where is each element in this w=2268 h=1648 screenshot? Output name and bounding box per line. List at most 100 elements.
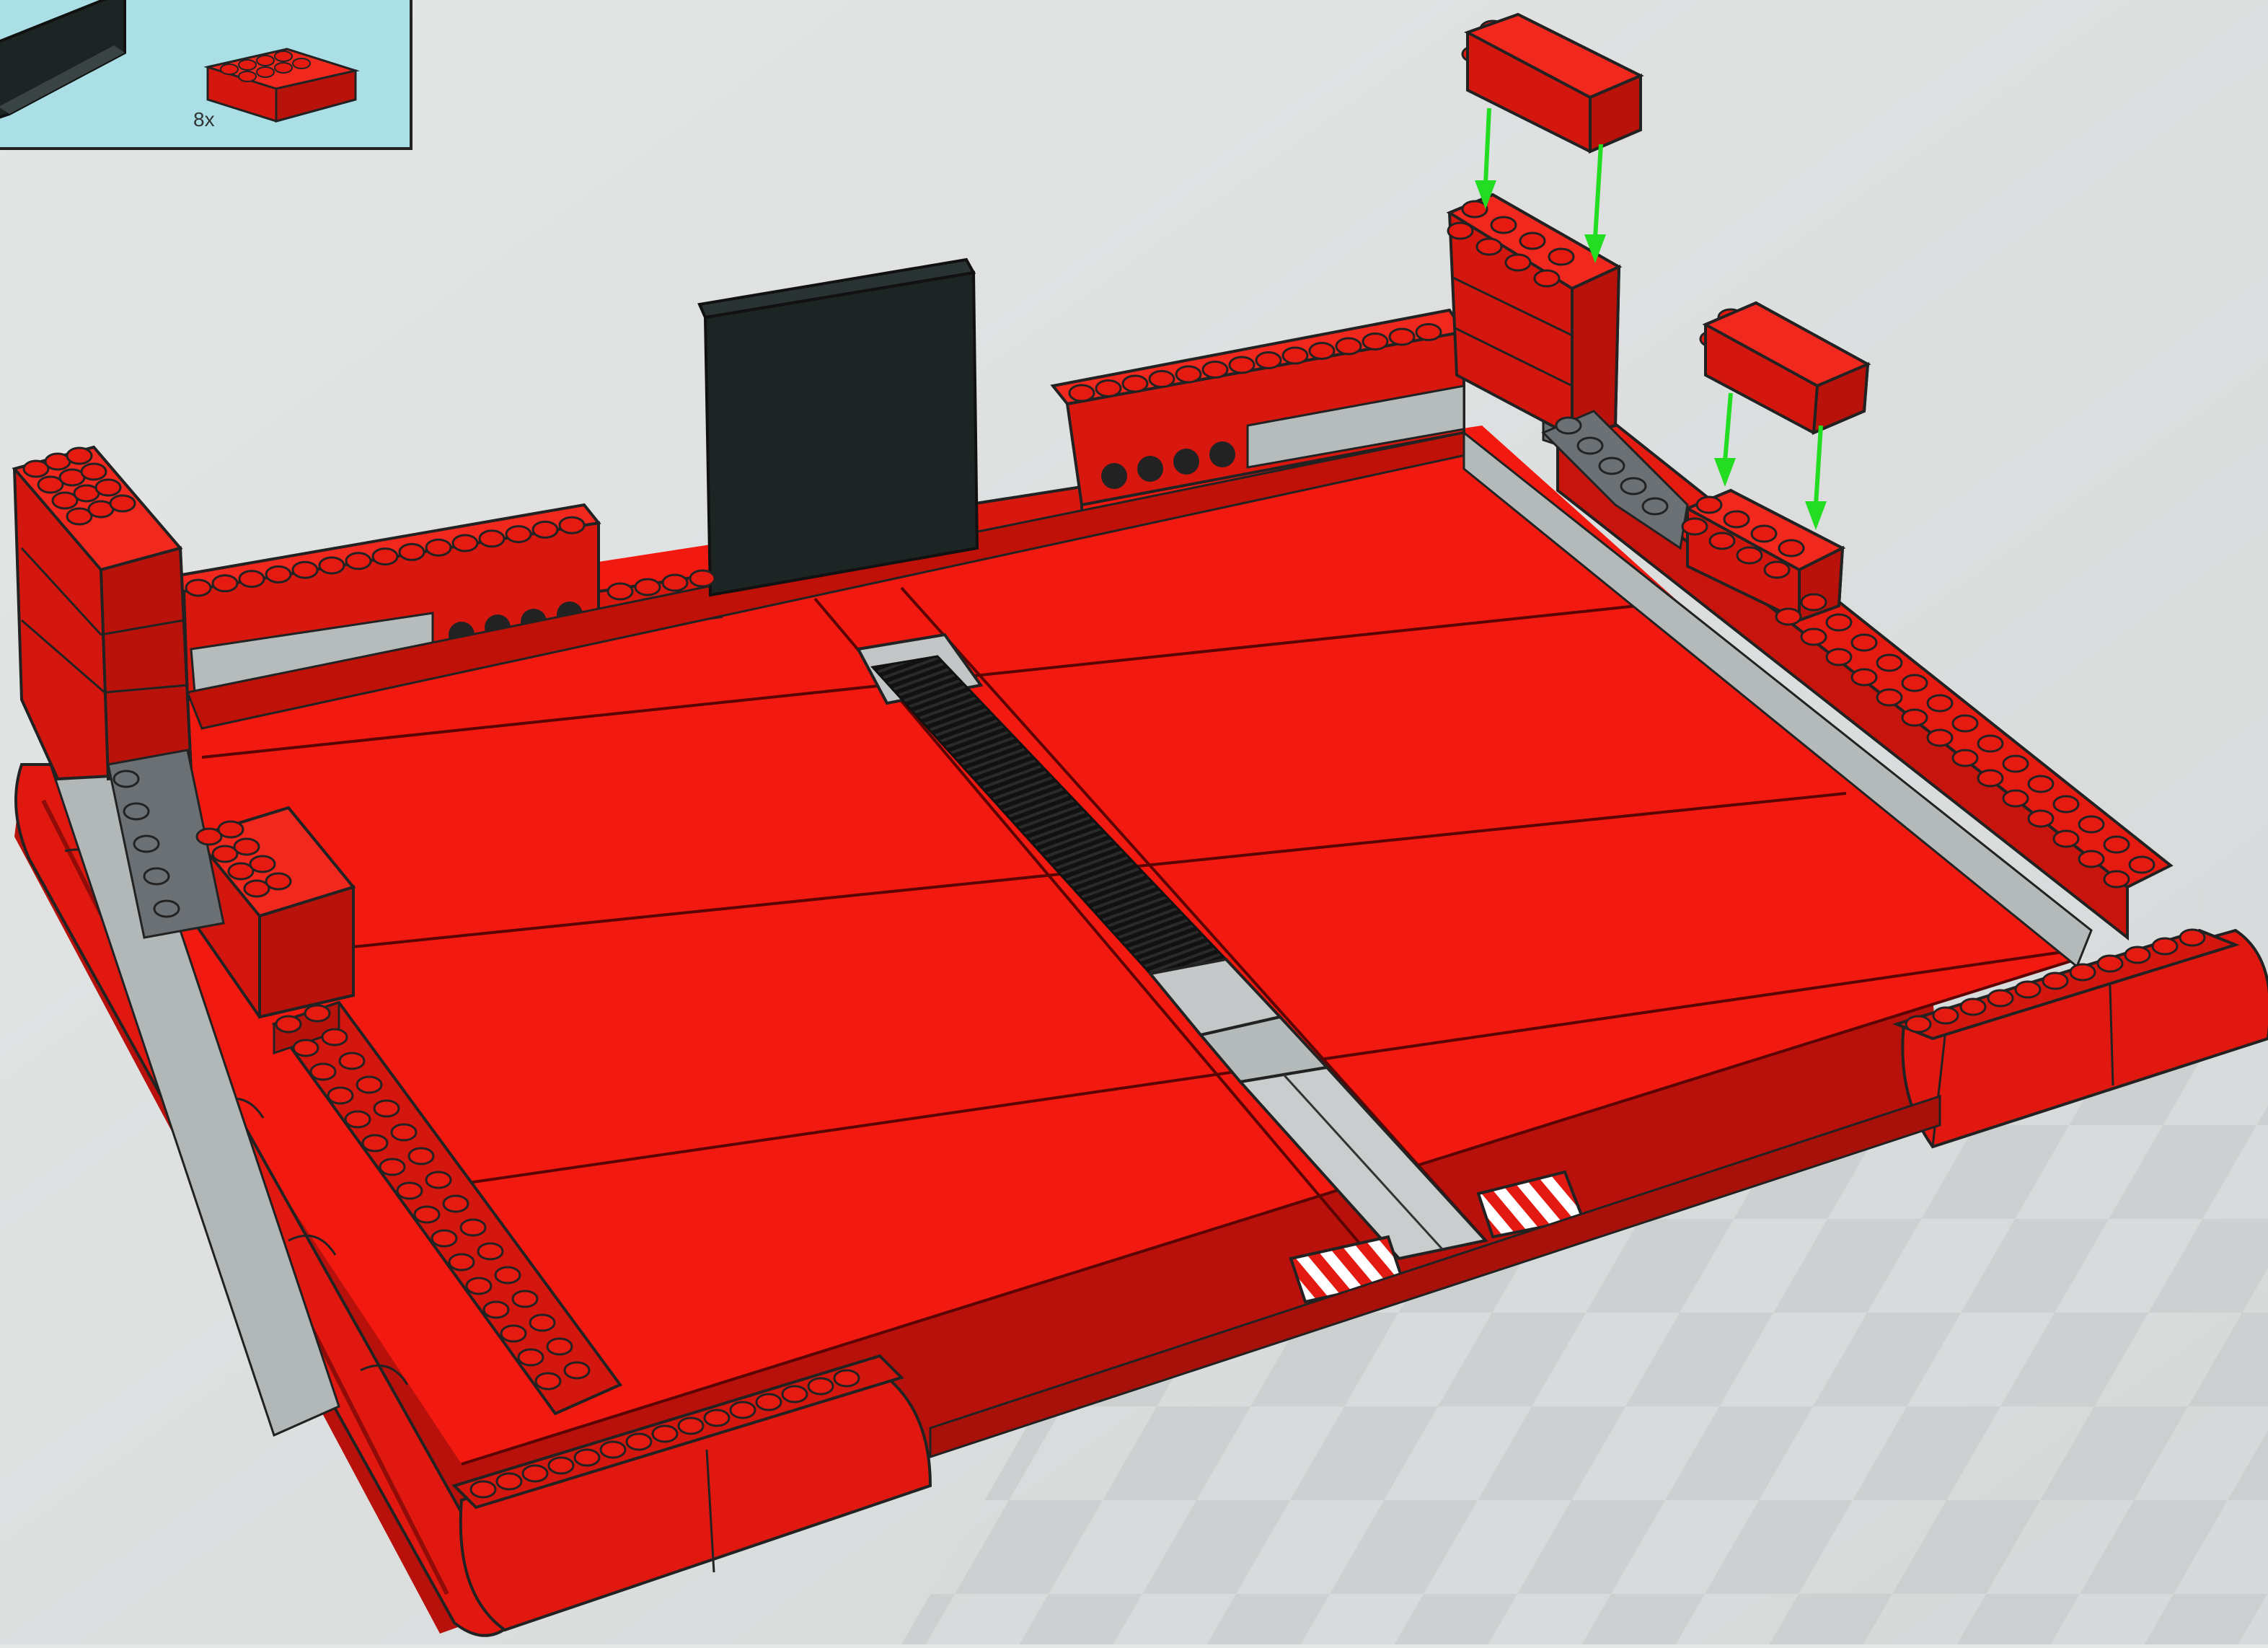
- stud: [1556, 418, 1581, 433]
- parts-callout: 8x: [0, 0, 412, 150]
- stud: [2029, 776, 2053, 792]
- dark-panel: [700, 260, 977, 595]
- stud: [549, 1458, 573, 1473]
- stud: [1737, 547, 1762, 563]
- stud: [1203, 362, 1227, 378]
- stud: [340, 1053, 364, 1069]
- stud: [782, 1386, 807, 1402]
- stud: [2043, 973, 2068, 989]
- dark-panel-icon: [0, 0, 125, 118]
- stud: [663, 575, 687, 591]
- stud: [2054, 796, 2078, 812]
- stud: [731, 1402, 755, 1418]
- stud: [328, 1088, 353, 1103]
- stud: [461, 1220, 485, 1235]
- stud: [808, 1378, 833, 1394]
- stud: [453, 535, 477, 551]
- stud: [2125, 947, 2150, 963]
- stud: [397, 1183, 422, 1199]
- stud: [601, 1442, 625, 1458]
- stud: [1096, 381, 1121, 397]
- stud: [513, 1291, 537, 1307]
- stud: [679, 1418, 703, 1434]
- stud: [2153, 938, 2177, 954]
- stud: [305, 1005, 330, 1021]
- stud: [1599, 458, 1624, 474]
- stud: [1520, 233, 1545, 249]
- stud: [471, 1481, 495, 1497]
- stud: [1978, 770, 2003, 786]
- stud: [1928, 695, 1952, 711]
- stud: [363, 1135, 387, 1151]
- stud: [1506, 255, 1530, 270]
- stud: [81, 464, 106, 480]
- stud: [1961, 999, 1985, 1015]
- stud: [519, 1349, 543, 1365]
- stud: [266, 566, 291, 582]
- stud: [1776, 609, 1801, 625]
- stud: [608, 583, 632, 599]
- stud: [144, 868, 169, 884]
- stud: [1801, 594, 1826, 610]
- stud: [409, 1148, 433, 1164]
- stud: [1283, 348, 1307, 363]
- stud: [1578, 438, 1602, 454]
- stud: [690, 570, 715, 586]
- stud: [1697, 497, 1721, 513]
- stud: [467, 1278, 491, 1294]
- stud: [484, 1302, 508, 1318]
- stud: [575, 1450, 599, 1466]
- stud: [444, 1196, 468, 1212]
- stud: [2003, 756, 2028, 772]
- stud: [345, 1111, 370, 1127]
- stud: [1416, 325, 1441, 340]
- stud: [2098, 956, 2122, 971]
- stud: [1390, 329, 1414, 345]
- stud: [506, 526, 531, 542]
- stud: [1336, 338, 1361, 354]
- stud: [2079, 816, 2104, 832]
- stud: [497, 1473, 521, 1489]
- stud: [1827, 649, 1851, 665]
- stud: [653, 1426, 677, 1442]
- stud: [186, 580, 211, 596]
- stud: [374, 1101, 399, 1116]
- stud: [1549, 249, 1574, 265]
- stud: [392, 1124, 416, 1140]
- stud: [1621, 478, 1646, 494]
- stud: [2003, 790, 2028, 806]
- stud: [1902, 710, 1927, 726]
- stud: [1535, 270, 1559, 286]
- stud: [501, 1326, 526, 1341]
- stud: [478, 1243, 503, 1259]
- stud: [96, 480, 120, 495]
- stud: [124, 803, 149, 819]
- stud: [1779, 540, 1804, 556]
- stud: [536, 1373, 560, 1389]
- stud: [1256, 353, 1281, 369]
- stud: [756, 1394, 781, 1410]
- stud: [1752, 526, 1776, 542]
- stud: [834, 1370, 859, 1386]
- part-quantity-label: 8x: [193, 108, 215, 131]
- stud: [1491, 217, 1516, 233]
- stud: [1953, 715, 1977, 731]
- stud: [1643, 498, 1667, 514]
- stud: [495, 1267, 520, 1283]
- stud: [311, 1064, 335, 1080]
- stud: [2104, 871, 2129, 887]
- stud: [560, 517, 584, 533]
- stud: [1877, 689, 1902, 705]
- stud: [1462, 201, 1487, 217]
- stud: [565, 1362, 589, 1378]
- stud: [415, 1207, 439, 1222]
- stud: [266, 873, 291, 889]
- stud: [1928, 730, 1952, 746]
- stud: [400, 544, 424, 560]
- stud: [1953, 750, 1977, 766]
- stud: [114, 771, 138, 787]
- stud: [1230, 357, 1254, 373]
- stud: [1363, 334, 1387, 350]
- stud: [250, 856, 275, 872]
